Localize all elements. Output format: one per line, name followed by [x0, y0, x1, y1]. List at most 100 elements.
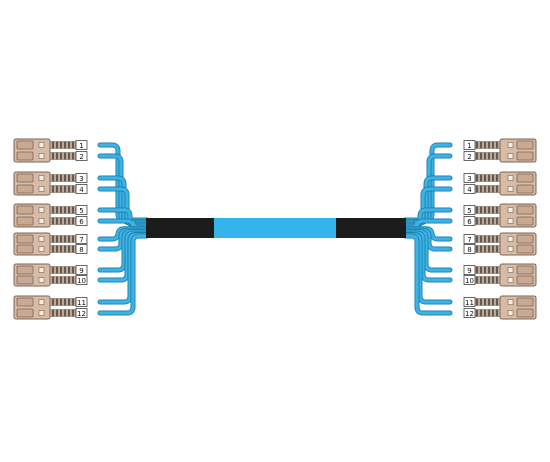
right-fiber-label-4: 4	[467, 186, 472, 194]
left-connector-pair-4: 78	[13, 232, 88, 256]
left-fiber-3	[98, 176, 149, 225]
right-boot-12	[473, 309, 501, 317]
left-ferrule-7	[38, 236, 45, 242]
right-boot-10	[473, 276, 501, 284]
right-fiber-label-9: 9	[467, 267, 471, 275]
right-fiber-label-8: 8	[467, 246, 471, 254]
right-ferrule-11	[507, 299, 514, 305]
left-connector-pair-1: 12	[13, 138, 88, 163]
left-fiber-label-8: 8	[79, 246, 83, 254]
right-ferrule-12	[507, 310, 514, 316]
right-fiber-label-box-2	[463, 151, 476, 161]
right-fiber-label-box-9	[463, 265, 476, 275]
left-fiber-label-9: 9	[79, 267, 83, 275]
left-ferrule-10	[38, 277, 45, 283]
left-boot-1	[49, 141, 77, 149]
right-sc-port-3	[516, 173, 534, 183]
left-boot-5	[49, 206, 77, 214]
right-connector-pair-1: 12	[463, 138, 537, 163]
right-fiber-3	[403, 176, 452, 225]
left-fiber-label-box-1	[75, 140, 88, 150]
right-sc-port-8	[516, 244, 534, 254]
left-ferrule-4	[38, 186, 45, 192]
right-sc-port-7	[516, 234, 534, 244]
right-fiber-label-10: 10	[465, 277, 474, 285]
right-fiber-label-1: 1	[467, 142, 471, 150]
right-boot-7	[473, 235, 501, 243]
right-fiber-label-11: 11	[465, 299, 474, 307]
right-ferrule-1	[507, 142, 514, 148]
left-boot	[146, 218, 216, 238]
right-boot-6	[473, 217, 501, 225]
left-fiber-label-1: 1	[79, 142, 83, 150]
right-fiber-label-box-8	[463, 244, 476, 254]
left-sc-port-8	[16, 244, 34, 254]
right-boot-8	[473, 245, 501, 253]
left-boot-12	[49, 309, 77, 317]
left-fiber-label-box-7	[75, 234, 88, 244]
right-ferrule-5	[507, 207, 514, 213]
right-fiber-label-2: 2	[467, 153, 471, 161]
left-boot-4	[49, 185, 77, 193]
right-fiber-label-box-3	[463, 173, 476, 183]
left-fiber-label-10: 10	[77, 277, 86, 285]
left-connector-pair-5: 910	[13, 263, 88, 287]
right-fiber-label-5: 5	[467, 207, 471, 215]
left-boot-8	[49, 245, 77, 253]
left-sc-port-5	[16, 205, 34, 215]
right-boot	[336, 218, 406, 238]
right-sc-port-12	[516, 308, 534, 318]
right-fiber-label-box-7	[463, 234, 476, 244]
right-ferrule-6	[507, 218, 514, 224]
left-ferrule-6	[38, 218, 45, 224]
right-boot-9	[473, 266, 501, 274]
left-sc-port-7	[16, 234, 34, 244]
right-fiber-12	[403, 234, 452, 315]
left-sc-port-9	[16, 265, 34, 275]
left-sc-port-11	[16, 297, 34, 307]
right-ferrule-9	[507, 267, 514, 273]
right-connector-pair-2: 34	[463, 171, 537, 196]
trunk-cable	[146, 218, 406, 238]
left-sc-port-4	[16, 184, 34, 194]
left-ferrule-5	[38, 207, 45, 213]
left-connector-pair-3: 56	[13, 203, 88, 228]
left-boot-6	[49, 217, 77, 225]
left-fiber-label-box-4	[75, 184, 88, 194]
right-boot-5	[473, 206, 501, 214]
right-fiber-label-box-1	[463, 140, 476, 150]
right-sc-port-9	[516, 265, 534, 275]
left-fiber-label-box-2	[75, 151, 88, 161]
left-fiber-label-3: 3	[79, 175, 83, 183]
left-fiber-label-box-12	[75, 308, 88, 318]
left-sc-port-3	[16, 173, 34, 183]
left-ferrule-1	[38, 142, 45, 148]
breakout-fibers	[97, 142, 453, 316]
right-fiber-label-6: 6	[467, 218, 472, 226]
left-sc-port-6	[16, 216, 34, 226]
left-fiber-label-12: 12	[77, 310, 86, 318]
left-fiber-label-box-10	[75, 275, 88, 285]
right-connector-pair-5: 910	[463, 263, 537, 287]
left-boot-9	[49, 266, 77, 274]
right-fiber-label-box-12	[463, 308, 476, 318]
left-fiber-label-7: 7	[79, 236, 83, 244]
left-boot-3	[49, 174, 77, 182]
right-ferrule-8	[507, 246, 514, 252]
right-boot-11	[473, 298, 501, 306]
right-fiber-label-box-11	[463, 297, 476, 307]
left-fiber-label-2: 2	[79, 153, 83, 161]
right-fiber-label-box-4	[463, 184, 476, 194]
left-ferrule-11	[38, 299, 45, 305]
left-fiber-label-box-3	[75, 173, 88, 183]
right-sc-port-11	[516, 297, 534, 307]
left-connector-pair-2: 34	[13, 171, 88, 196]
left-fiber-label-box-8	[75, 244, 88, 254]
right-connector-pair-4: 78	[463, 232, 537, 256]
left-boot-10	[49, 276, 77, 284]
right-boot-3	[473, 174, 501, 182]
left-fiber-label-box-9	[75, 265, 88, 275]
